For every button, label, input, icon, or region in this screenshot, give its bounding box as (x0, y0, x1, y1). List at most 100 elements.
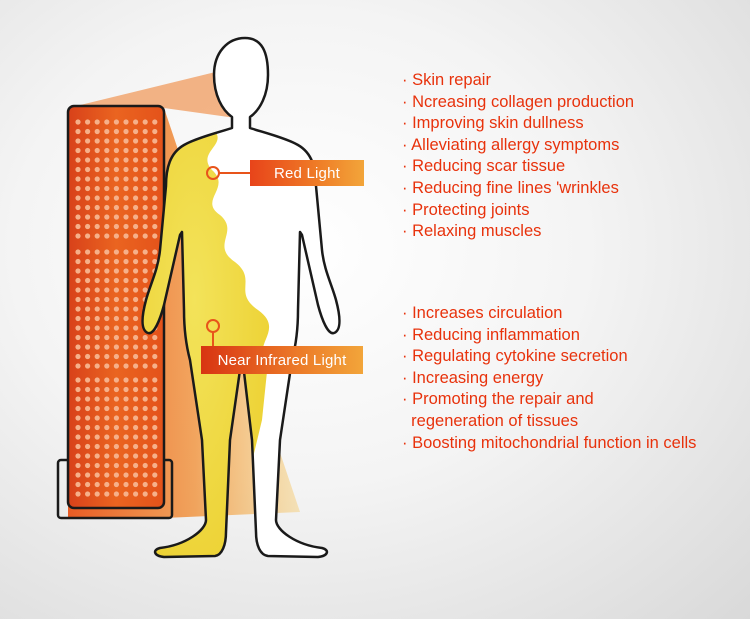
led-dot (94, 472, 100, 478)
led-dot (104, 443, 110, 450)
led-dot (123, 147, 129, 154)
led-dot (75, 195, 81, 201)
led-dot (113, 287, 119, 293)
led-dot (123, 233, 129, 239)
led-dot (133, 405, 139, 412)
led-dot (94, 415, 100, 421)
led-dot (113, 233, 119, 239)
led-dot (85, 443, 91, 450)
led-dot (123, 277, 129, 284)
led-dot (113, 377, 119, 383)
benefit-item: · Skin repair (402, 71, 491, 89)
led-dot (142, 453, 148, 459)
benefit-item: · Improving skin dullness (402, 114, 584, 133)
led-dot (123, 363, 129, 369)
led-dot (75, 258, 81, 265)
led-dot (152, 405, 158, 412)
led-dot (123, 306, 129, 312)
led-dot (142, 185, 148, 192)
led-dot (104, 377, 110, 383)
led-dot (75, 363, 81, 369)
led-dot (85, 315, 91, 322)
led-dot (104, 268, 110, 274)
led-dot (104, 315, 110, 322)
led-dot (123, 176, 129, 182)
led-dot (85, 396, 91, 402)
led-dot (94, 223, 100, 230)
led-dot (113, 363, 119, 369)
led-dot (94, 296, 100, 303)
benefit-item: · Relaxing muscles (402, 222, 542, 241)
led-dot (142, 223, 148, 230)
led-dot (94, 353, 100, 360)
led-dot (152, 147, 158, 154)
led-dot (85, 434, 91, 440)
benefit-item: · Regulating cytokine secretion (402, 347, 628, 366)
led-dot (85, 195, 91, 201)
led-dot (123, 415, 129, 421)
led-dot (142, 405, 148, 412)
benefit-item: · Reducing fine lines 'wrinkles (402, 178, 619, 197)
led-dot (85, 344, 91, 350)
led-dot (113, 472, 119, 478)
led-dot (142, 176, 148, 182)
led-dot (75, 405, 81, 412)
led-dot (85, 223, 91, 230)
led-dot (152, 176, 158, 182)
led-dot (94, 147, 100, 154)
led-dot (133, 377, 139, 383)
led-dot (113, 396, 119, 402)
led-dot (113, 185, 119, 192)
led-dot (113, 176, 119, 182)
led-dot (75, 128, 81, 135)
led-dot (75, 377, 81, 383)
led-dot (104, 166, 110, 173)
led-dot (94, 157, 100, 163)
led-dot (104, 396, 110, 402)
led-dot (133, 491, 139, 497)
led-dot (133, 233, 139, 239)
benefit-item: · Promoting the repair and (402, 390, 594, 409)
led-dot (152, 462, 158, 469)
led-dot (85, 481, 91, 488)
led-dot (123, 377, 129, 383)
led-dot (123, 315, 129, 322)
led-dot (75, 277, 81, 284)
led-dot (123, 166, 129, 173)
led-dot (104, 434, 110, 440)
led-dot (133, 472, 139, 478)
led-dot (133, 462, 139, 469)
led-dot (94, 119, 100, 125)
led-dot (94, 453, 100, 459)
led-dot (85, 138, 91, 144)
led-dot (113, 415, 119, 421)
led-dot (133, 287, 139, 293)
led-dot (94, 214, 100, 220)
led-dot (94, 277, 100, 284)
led-dot (104, 296, 110, 303)
led-dot (104, 363, 110, 369)
led-dot (75, 166, 81, 173)
led-dot (133, 363, 139, 369)
led-dot (113, 306, 119, 312)
led-dot (152, 377, 158, 383)
led-dot (94, 386, 100, 393)
led-dot (133, 268, 139, 274)
led-dot (133, 277, 139, 284)
led-dot (142, 472, 148, 478)
led-dot (142, 377, 148, 383)
led-dot (142, 386, 148, 393)
led-dot (104, 147, 110, 154)
led-dot (113, 119, 119, 125)
led-dot (75, 315, 81, 322)
led-dot (85, 287, 91, 293)
benefit-item: · Reducing inflammation (402, 325, 580, 344)
led-dot (85, 306, 91, 312)
led-dot (113, 325, 119, 331)
led-dot (133, 119, 139, 125)
benefit-item: regeneration of tissues (402, 411, 579, 430)
led-dot (75, 415, 81, 421)
led-dot (85, 386, 91, 393)
led-dot (142, 166, 148, 173)
led-dot (142, 363, 148, 369)
